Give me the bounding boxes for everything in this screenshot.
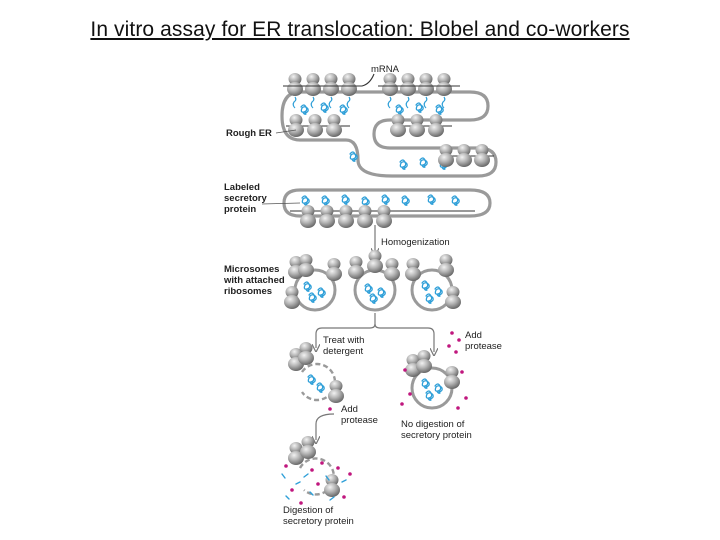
digestion-label-1: Digestion of [283,505,334,516]
labeled-protein-label-3: protein [224,204,256,215]
microsomes [284,250,461,312]
intact-microsome-protease [400,350,468,410]
add-protease-right-label-2: protease [465,341,502,352]
digested-microsome [281,436,352,505]
add-protease-right-label-1: Add [465,330,482,341]
add-protease-left-label-2: protease [341,415,378,426]
slide-title: In vitro assay for ER translocation: Blo… [90,18,630,41]
no-digestion-label-2: secretory protein [401,430,472,441]
treat-detergent-label-1: Treat with [323,335,364,346]
microsomes-label-2: with attached [223,275,285,286]
add-protease-left-label-1: Add [341,404,358,415]
microsomes-label-1: Microsomes [224,264,279,275]
homogenization-label: Homogenization [381,237,450,248]
no-digestion-label-1: No digestion of [401,419,465,430]
rough-er [280,73,498,228]
protease-arrow [316,413,335,440]
detergent-microsome [288,342,344,403]
treat-detergent-label-2: detergent [323,346,364,357]
rough-er-label: Rough ER [226,128,272,139]
protease-dots-top [447,331,461,354]
digestion-label-2: secretory protein [283,516,354,527]
microsomes-label-3: ribosomes [224,286,272,297]
mrna-label: mRNA [371,64,400,75]
ribosome-row-bottom [300,205,392,228]
split-arrows [316,313,434,352]
labeled-protein-label-1: Labeled [224,182,260,193]
labeled-protein-label-2: secretory [224,193,267,204]
